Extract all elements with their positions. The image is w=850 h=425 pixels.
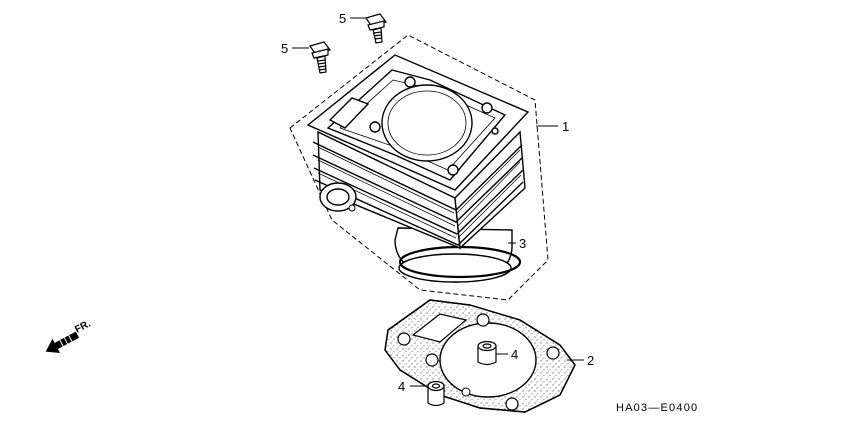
- front-direction-label: FR.: [73, 318, 93, 335]
- callout-4a: 4: [511, 347, 518, 362]
- assembly-outline: [289, 34, 549, 301]
- dowel-pin-a: [477, 340, 497, 366]
- cylinder-part: [306, 54, 530, 283]
- callout-2: 2: [587, 353, 594, 368]
- arrow-left-down-icon: [45, 331, 80, 354]
- dowel-pin-b: [427, 380, 445, 407]
- callout-4b: 4: [398, 379, 405, 394]
- callout-3: 3: [519, 236, 526, 251]
- callout-5b: 5: [281, 41, 288, 56]
- callout-1: 1: [562, 119, 569, 134]
- flange-bolt-a: [365, 13, 387, 44]
- flange-bolt-b: [309, 41, 331, 74]
- callout-5a: 5: [339, 11, 346, 26]
- diagram-code: HA03—E0400: [616, 402, 698, 414]
